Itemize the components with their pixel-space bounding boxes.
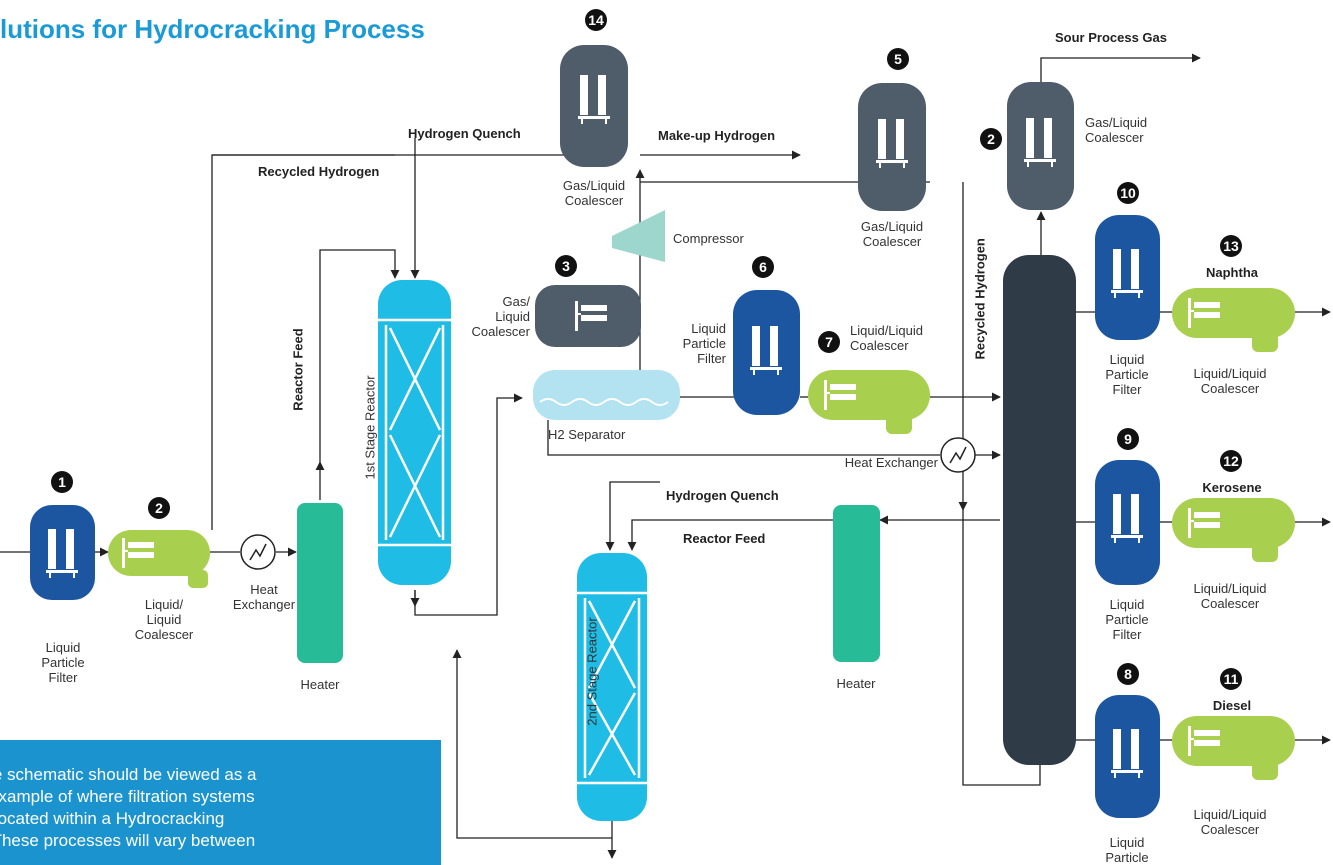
label-gas-liquid-coalescer-2-top: Gas/Liquid Coalescer [1085, 115, 1148, 145]
heat-exchanger-left-icon [240, 534, 276, 570]
label-liquid-liquid-coalescer-12: Liquid/Liquid Coalescer [1193, 581, 1267, 611]
h2-separator [533, 370, 680, 420]
liquid-particle-filter-6 [733, 290, 800, 415]
gas-liquid-coalescer-2-top [1007, 82, 1074, 210]
page-title: lutions for Hydrocracking Process [0, 14, 425, 44]
label-hydrogen-quench-mid: Hydrogen Quench [666, 488, 779, 503]
label-gas-liquid-coalescer-5: Gas/Liquid Coalescer [860, 219, 924, 249]
label-heat-exchanger-right: Heat Exchanger [844, 455, 938, 470]
second-stage-reactor [577, 553, 647, 821]
liquid-liquid-coalescer-2 [108, 530, 210, 588]
heat-exchanger-right-icon [940, 437, 976, 473]
badge-5: 5 [887, 48, 909, 70]
label-liquid-particle-filter-8: Liquid Particle [1105, 835, 1149, 865]
liquid-liquid-coalescer-7 [808, 370, 930, 434]
label-gas-liquid-coalescer-3: Gas/ Liquid Coalescer [471, 294, 530, 339]
badge-10: 10 [1117, 182, 1139, 204]
label-liquid-particle-filter-6: Liquid Particle Filter [682, 321, 726, 366]
label-reactor-feed-mid: Reactor Feed [683, 531, 766, 546]
label-liquid-particle-filter-9: Liquid Particle Filter [1105, 597, 1149, 642]
gas-liquid-coalescer-14 [560, 45, 628, 167]
label-kerosene: Kerosene [1202, 480, 1262, 495]
label-diesel: Diesel [1212, 698, 1252, 713]
label-liquid-liquid-coalescer-11: Liquid/Liquid Coalescer [1193, 807, 1267, 837]
label-compressor: Compressor [673, 231, 744, 246]
badge-7: 7 [818, 331, 840, 353]
label-liquid-liquid-coalescer-2: Liquid/ Liquid Coalescer [134, 597, 194, 642]
first-stage-reactor [378, 280, 451, 585]
badge-8: 8 [1117, 663, 1139, 685]
label-make-up-hydrogen: Make-up Hydrogen [658, 128, 776, 143]
label-gas-liquid-coalescer-14: Gas/Liquid Coalescer [562, 178, 626, 208]
label-liquid-particle-filter-1: Liquid Particle Filter [41, 640, 85, 685]
label-liquid-liquid-coalescer-13: Liquid/Liquid Coalescer [1193, 366, 1267, 396]
label-heater-left: Heater [300, 677, 340, 692]
label-recycled-hydrogen: Recycled Hydrogen [258, 164, 380, 179]
liquid-liquid-coalescer-12 [1172, 498, 1295, 562]
disclaimer-box: above schematic should be viewed as a er… [0, 740, 441, 865]
liquid-particle-filter-8 [1095, 695, 1160, 818]
liquid-liquid-coalescer-13 [1172, 288, 1295, 352]
heater-mid [833, 505, 880, 662]
distillation-column [1003, 255, 1076, 765]
label-first-stage-reactor: 1st Stage Reactor [362, 375, 378, 480]
badge-2-top: 2 [980, 128, 1002, 150]
badge-13: 13 [1220, 235, 1242, 257]
label-heat-exchanger-left: Heat Exchanger [232, 582, 296, 612]
badge-2: 2 [148, 497, 170, 519]
badge-9: 9 [1117, 428, 1139, 450]
badge-1: 1 [51, 471, 73, 493]
label-recycled-hydrogen-vertical: Recycled Hydrogen [972, 238, 988, 360]
label-reactor-feed-vertical: Reactor Feed [290, 328, 306, 411]
liquid-particle-filter-9 [1095, 460, 1160, 585]
badge-6: 6 [752, 256, 774, 278]
badge-14: 14 [585, 9, 607, 31]
gas-liquid-coalescer-3 [535, 285, 641, 347]
badge-3: 3 [555, 255, 577, 277]
label-liquid-liquid-coalescer-7: Liquid/Liquid Coalescer [850, 323, 924, 353]
liquid-liquid-coalescer-11 [1172, 716, 1295, 780]
badge-12: 12 [1220, 450, 1242, 472]
label-h2-separator: H2 Separator [548, 427, 626, 442]
disclaimer-text: above schematic should be viewed as a er… [0, 765, 257, 850]
badge-11: 11 [1220, 668, 1242, 690]
heater-left [297, 503, 343, 663]
label-sour-process-gas: Sour Process Gas [1055, 30, 1167, 45]
liquid-particle-filter-10 [1095, 215, 1160, 340]
label-second-stage-reactor: 2nd Stage Reactor [584, 617, 600, 726]
label-hydrogen-quench-top: Hydrogen Quench [408, 126, 521, 141]
label-naphtha: Naphtha [1206, 265, 1258, 280]
label-liquid-particle-filter-10: Liquid Particle Filter [1105, 352, 1149, 397]
compressor-icon [612, 210, 665, 262]
label-heater-mid: Heater [836, 676, 876, 691]
gas-liquid-coalescer-5 [858, 83, 926, 211]
liquid-particle-filter-1 [30, 505, 95, 600]
